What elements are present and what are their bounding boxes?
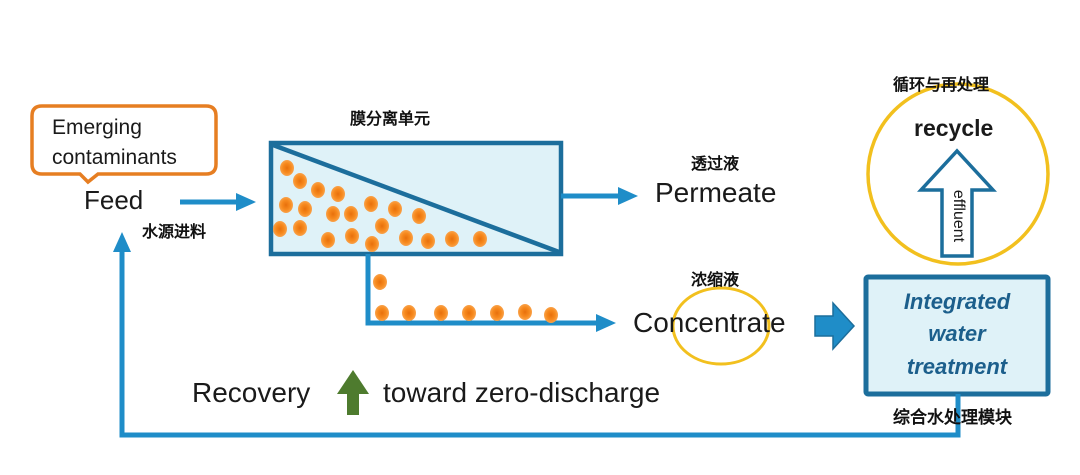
treatment-line-1: Integrated (903, 289, 1011, 314)
particle (399, 230, 413, 246)
recycle-circle (866, 82, 1050, 266)
permeate-label-zh: 透过液 (691, 154, 740, 173)
return-loop-line (119, 250, 961, 438)
recovery-label: Recovery (192, 377, 311, 408)
particle (373, 274, 387, 290)
zero-discharge-label: toward zero-discharge (383, 377, 661, 408)
particle (298, 201, 312, 217)
treatment-line-3: treatment (906, 354, 1008, 379)
particle (421, 233, 435, 249)
particle (445, 231, 459, 247)
particle (434, 305, 448, 321)
particle (293, 173, 307, 189)
concentrate-particles (373, 274, 558, 323)
concentrate-arrowhead (596, 314, 616, 332)
particle (279, 197, 293, 213)
callout-line-1: Emerging (52, 116, 142, 139)
particle (331, 186, 345, 202)
concentrate-label: Concentrate (633, 307, 786, 338)
membrane-diagonal (272, 142, 560, 255)
treatment-label-zh: 综合水处理模块 (893, 408, 1012, 428)
recovery-up-arrow-icon (337, 370, 369, 415)
feed-label-zh: 水源进料 (142, 222, 207, 241)
effluent-label: effluent (950, 189, 967, 243)
particle (490, 305, 504, 321)
particle (293, 220, 307, 236)
concentrate-highlight (671, 286, 771, 366)
particle (412, 208, 426, 224)
particle (311, 182, 325, 198)
particle (364, 196, 378, 212)
permeate-label: Permeate (655, 177, 777, 208)
treatment-line-2: water (928, 321, 986, 346)
concentrate-label-zh: 浓缩液 (691, 270, 740, 289)
particle (544, 307, 558, 323)
membrane-unit-title: 膜分离单元 (350, 109, 431, 128)
particle (326, 206, 340, 222)
particle (375, 305, 389, 321)
return-loop-arrowhead (113, 232, 131, 252)
particle (388, 201, 402, 217)
particle (473, 231, 487, 247)
particle (344, 206, 358, 222)
effluent-arrow (917, 148, 997, 258)
callout-line-2: contaminants (52, 146, 177, 169)
concentrate-flow-line (365, 254, 598, 326)
permeate-arrowhead (618, 187, 638, 205)
to-treatment-block-arrow (814, 301, 856, 351)
particle (345, 228, 359, 244)
particle (273, 221, 287, 237)
particle (375, 218, 389, 234)
membrane-particles (273, 160, 487, 252)
feed-label: Feed (84, 185, 144, 215)
particle (402, 305, 416, 321)
particle (518, 304, 532, 320)
contaminants-callout (30, 104, 218, 185)
recycle-label: recycle (914, 115, 994, 141)
particle (462, 305, 476, 321)
particle (321, 232, 335, 248)
feed-arrowhead (236, 193, 256, 211)
particle (280, 160, 294, 176)
particle (365, 236, 379, 252)
recycle-title-zh: 循环与再处理 (893, 75, 990, 94)
